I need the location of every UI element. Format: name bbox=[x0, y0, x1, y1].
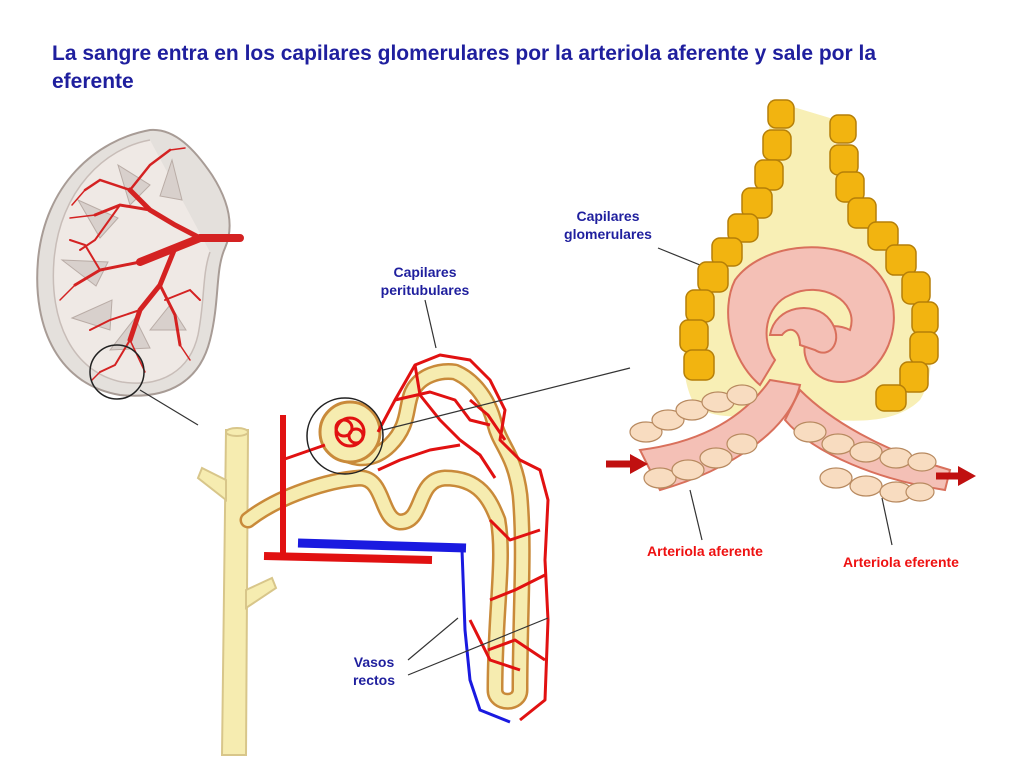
glomerular-capillaries bbox=[727, 246, 895, 387]
label-capilares-glomerulares: Capilares glomerulares bbox=[564, 208, 652, 242]
label-arteriola-aferente: Arteriola aferente bbox=[647, 543, 763, 559]
page-title: La sangre entra en los capilares glomeru… bbox=[52, 42, 877, 93]
capsule-cells bbox=[679, 99, 939, 412]
nephron-zoom-circle bbox=[306, 397, 384, 475]
nephron-diagram bbox=[196, 353, 631, 756]
label-capilares-peritubulares: Capilares peritubulares bbox=[380, 264, 470, 298]
label-leader-lines bbox=[407, 247, 893, 676]
glomerulus-diagram bbox=[629, 99, 952, 503]
kidney-zoom-circle bbox=[89, 344, 145, 400]
kidney-illustration bbox=[36, 128, 244, 426]
collecting-duct bbox=[196, 427, 278, 756]
zoom-line-kidney bbox=[139, 389, 199, 426]
peritubular-capillaries bbox=[376, 353, 550, 722]
flow-arrow-out bbox=[936, 466, 976, 486]
juxtaglomerular-cells bbox=[629, 384, 937, 503]
zoom-line-nephron bbox=[382, 367, 631, 431]
label-arteriola-eferente: Arteriola eferente bbox=[843, 554, 959, 570]
flow-arrow-in bbox=[606, 454, 648, 474]
label-vasos-rectos: Vasos rectos bbox=[352, 654, 396, 688]
